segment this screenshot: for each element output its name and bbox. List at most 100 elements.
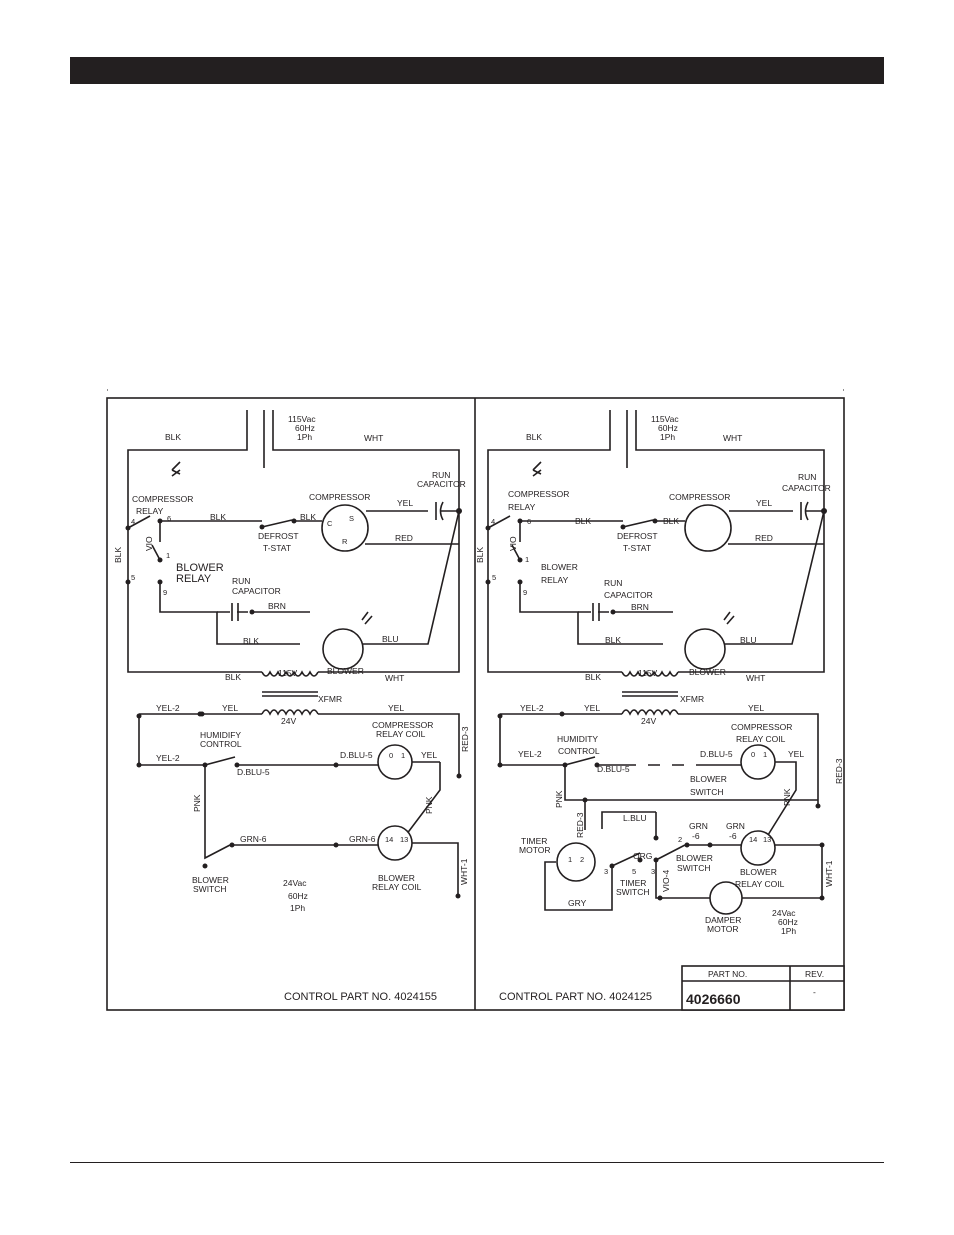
wire-label: YEL xyxy=(756,498,772,508)
blower-relay-label: RELAY xyxy=(541,575,569,585)
wire-label: D.BLU-5 xyxy=(237,767,270,777)
wire-label: D.BLU-5 xyxy=(597,764,630,774)
wire-label: YEL-2 xyxy=(518,749,542,759)
wire-label: BLK xyxy=(526,432,542,442)
wire-label: BLK xyxy=(585,672,601,682)
coil-label: BLOWER xyxy=(740,867,777,877)
coil-label: RELAY COIL xyxy=(372,882,422,892)
supply-label: 1Ph xyxy=(290,903,305,913)
wire-label: BLK xyxy=(605,635,621,645)
damper-motor-label: DAMPER xyxy=(705,915,741,925)
xfmr-label: 24V xyxy=(281,716,296,726)
terminal-label: C xyxy=(327,519,333,528)
coil-label: COMPRESSOR xyxy=(372,720,433,730)
wire-label: -6 xyxy=(729,831,737,841)
blower-switch-label: SWITCH xyxy=(677,863,711,873)
supply-label: 24Vac xyxy=(283,878,307,888)
wire-label: YEL xyxy=(421,750,437,760)
control-part-label: CONTROL PART NO. 4024155 xyxy=(284,991,437,1003)
terminal-label: S xyxy=(349,514,354,523)
pin-label: 13 xyxy=(763,835,771,844)
wire-label: YEL-2 xyxy=(156,703,180,713)
wire-label: BLK xyxy=(300,512,316,522)
wire-label: RED-3 xyxy=(575,812,585,838)
wire-label: ORG xyxy=(633,851,652,861)
wire-label: WHT xyxy=(746,673,765,683)
timer-switch-label: TIMER xyxy=(620,878,646,888)
blower-capacitor-label: CAPACITOR xyxy=(232,586,281,596)
run-capacitor-label: CAPACITOR xyxy=(417,479,466,489)
wire-label: L.BLU xyxy=(623,813,647,823)
blower-relay-label: BLOWER xyxy=(541,562,578,572)
footer-rule xyxy=(70,1162,884,1163)
blower-switch-label: SWITCH xyxy=(690,787,724,797)
wire-label: BLK xyxy=(475,547,485,563)
coil-label: COMPRESSOR xyxy=(731,722,792,732)
wire-label: YEL xyxy=(397,498,413,508)
wire-label: GRN-6 xyxy=(349,834,376,844)
wire-label: BLK xyxy=(575,516,591,526)
humidity-label: CONTROL xyxy=(200,739,242,749)
wire-label: GRY xyxy=(568,898,587,908)
pin-label: 1 xyxy=(763,750,767,759)
blower-switch-label: BLOWER xyxy=(690,774,727,784)
pin-label: 2 xyxy=(580,855,584,864)
humidity-label: CONTROL xyxy=(558,746,600,756)
blower-relay-label: BLOWER xyxy=(176,562,224,574)
wire-label: YEL xyxy=(788,749,804,759)
pin-label: 9 xyxy=(523,588,527,597)
pin-label: 1 xyxy=(166,551,170,560)
wire-label: D.BLU-5 xyxy=(340,750,373,760)
pin-label: 6 xyxy=(167,514,171,523)
blower-coil-icon xyxy=(740,830,776,866)
xfmr-label: XFMR xyxy=(680,694,704,704)
xfmr-label: 115V xyxy=(638,668,658,678)
wire-label: BLU xyxy=(382,634,399,644)
compressor-icon xyxy=(684,504,732,552)
pin-label: 3 xyxy=(604,867,608,876)
title-block: PART NO. REV. 4026660 - xyxy=(681,965,845,1011)
left-labels: 115Vac 60Hz 1Ph BLK WHT RUN CAPACITOR CO… xyxy=(113,414,470,1003)
coil-label: RELAY COIL xyxy=(376,729,426,739)
blower-switch-label: SWITCH xyxy=(193,884,227,894)
wire-label: BLK xyxy=(663,516,679,526)
compressor-relay-label: COMPRESSOR xyxy=(132,494,193,504)
rev-label: REV. xyxy=(805,969,824,979)
pin-label: 14 xyxy=(385,835,393,844)
wire-label: WHT xyxy=(385,673,404,683)
supply-label: 60Hz xyxy=(288,891,308,901)
coil-label: RELAY COIL xyxy=(735,879,785,889)
pin-label: 4 xyxy=(491,517,495,526)
humidity-label: HUMIDIFY xyxy=(200,730,241,740)
compressor-coil-icon xyxy=(740,744,776,780)
wire-label: VIO xyxy=(508,536,518,551)
blower-motor-icon xyxy=(684,628,726,670)
terminal-label: R xyxy=(342,537,348,546)
wire-label: BLK xyxy=(113,547,123,563)
pin-label: 1 xyxy=(568,855,572,864)
wire-label: BRN xyxy=(268,601,286,611)
pin-label: 13 xyxy=(400,835,408,844)
wire-label: GRN xyxy=(689,821,708,831)
blower-switch-label: BLOWER xyxy=(676,853,713,863)
left-schematic xyxy=(125,410,462,899)
defrost-label: T-STAT xyxy=(623,543,651,553)
compressor-icon xyxy=(321,504,369,552)
compressor-relay-label: RELAY xyxy=(136,506,164,516)
ground-icon xyxy=(171,461,181,477)
wire-label: RED-3 xyxy=(460,726,470,752)
supply-label: 60Hz xyxy=(658,423,678,433)
blower-capacitor-label: RUN xyxy=(604,578,622,588)
wire-label: VIO xyxy=(144,536,154,551)
defrost-label: T-STAT xyxy=(263,543,291,553)
supply-label: 1Ph xyxy=(660,432,675,442)
blower-motor-icon xyxy=(322,628,364,670)
wire-label: PNK xyxy=(192,794,202,812)
wire-label: WHT xyxy=(723,433,742,443)
pin-label: 0 xyxy=(751,750,755,759)
pin-label: 6 xyxy=(527,517,531,526)
xfmr-label: 115V xyxy=(278,668,298,678)
wire-label: YEL-2 xyxy=(156,753,180,763)
wire-label: RED xyxy=(395,533,413,543)
